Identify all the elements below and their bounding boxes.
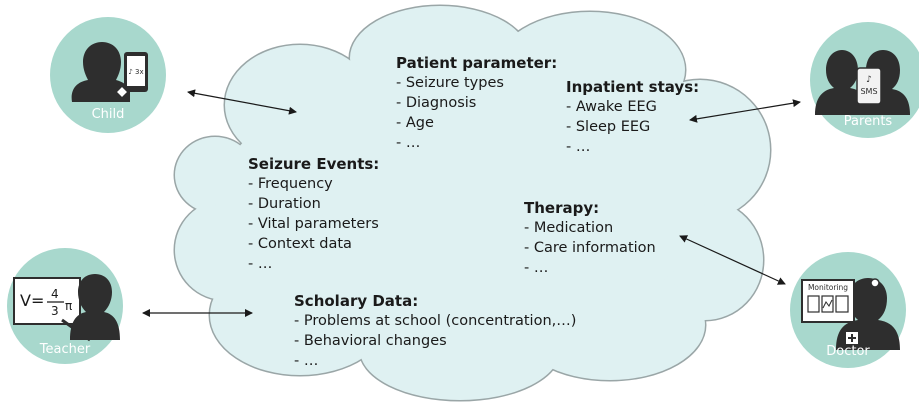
actor-child: ♪ 3x xyxy=(50,17,166,133)
parents-with-sms-phone-icon: SMS ♪ xyxy=(815,50,910,115)
svg-text:Monitoring: Monitoring xyxy=(808,283,848,292)
block-item: Seizure types xyxy=(396,73,557,93)
block-item: Context data xyxy=(248,234,379,254)
svg-text:SMS: SMS xyxy=(860,87,877,96)
actor-label-doctor: Doctor xyxy=(826,344,870,359)
block-item: … xyxy=(524,258,656,278)
block-therapy: Therapy: MedicationCare information… xyxy=(524,198,656,278)
actor-teacher: V= 4 3 π xyxy=(7,248,123,364)
block-heading: Therapy: xyxy=(524,199,600,217)
actor-parents: SMS ♪ xyxy=(810,22,919,138)
svg-text:♪: ♪ xyxy=(866,75,872,85)
block-item: Frequency xyxy=(248,174,379,194)
arrow-child-cloud xyxy=(187,89,297,115)
child-with-phone-icon: ♪ 3x xyxy=(71,42,148,102)
block-item: Vital parameters xyxy=(248,214,379,234)
block-item: Duration xyxy=(248,194,379,214)
block-item: Medication xyxy=(524,218,656,238)
block-scholary-data: Scholary Data: Problems at school (conce… xyxy=(294,291,576,371)
svg-text:4: 4 xyxy=(51,287,59,301)
block-item: … xyxy=(566,137,699,157)
actor-label-teacher: Teacher xyxy=(39,342,91,357)
block-seizure-events: Seizure Events: FrequencyDurationVital p… xyxy=(248,154,379,274)
block-inpatient-stays: Inpatient stays: Awake EEGSleep EEG… xyxy=(566,77,699,157)
actor-label-child: Child xyxy=(91,107,125,122)
block-item: Care information xyxy=(524,238,656,258)
svg-text:π: π xyxy=(65,299,72,313)
block-item: Behavioral changes xyxy=(294,331,576,351)
block-item: … xyxy=(248,254,379,274)
actor-doctor: Monitoring xyxy=(790,252,906,368)
block-item: Awake EEG xyxy=(566,97,699,117)
block-item: Sleep EEG xyxy=(566,117,699,137)
block-heading: Patient parameter: xyxy=(396,54,558,72)
actor-label-parents: Parents xyxy=(843,114,893,129)
block-item: … xyxy=(294,351,576,371)
svg-text:♪ 3x: ♪ 3x xyxy=(128,68,143,76)
block-heading: Seizure Events: xyxy=(248,155,380,173)
block-item: Problems at school (concentration,…) xyxy=(294,311,577,331)
block-heading: Scholary Data: xyxy=(294,292,419,310)
svg-text:3: 3 xyxy=(51,304,59,318)
block-item: … xyxy=(396,133,557,153)
doctor-with-monitor-icon: Monitoring xyxy=(801,278,900,350)
teacher-at-whiteboard-icon: V= 4 3 π xyxy=(13,274,120,342)
block-item: Diagnosis xyxy=(396,93,557,113)
arrow-doctor-cloud xyxy=(679,235,786,285)
block-patient-parameter: Patient parameter: Seizure typesDiagnosi… xyxy=(396,53,557,153)
block-heading: Inpatient stays: xyxy=(566,78,700,96)
svg-text:V=: V= xyxy=(20,291,44,310)
arrow-parents-cloud xyxy=(689,99,801,123)
block-item: Age xyxy=(396,113,557,133)
